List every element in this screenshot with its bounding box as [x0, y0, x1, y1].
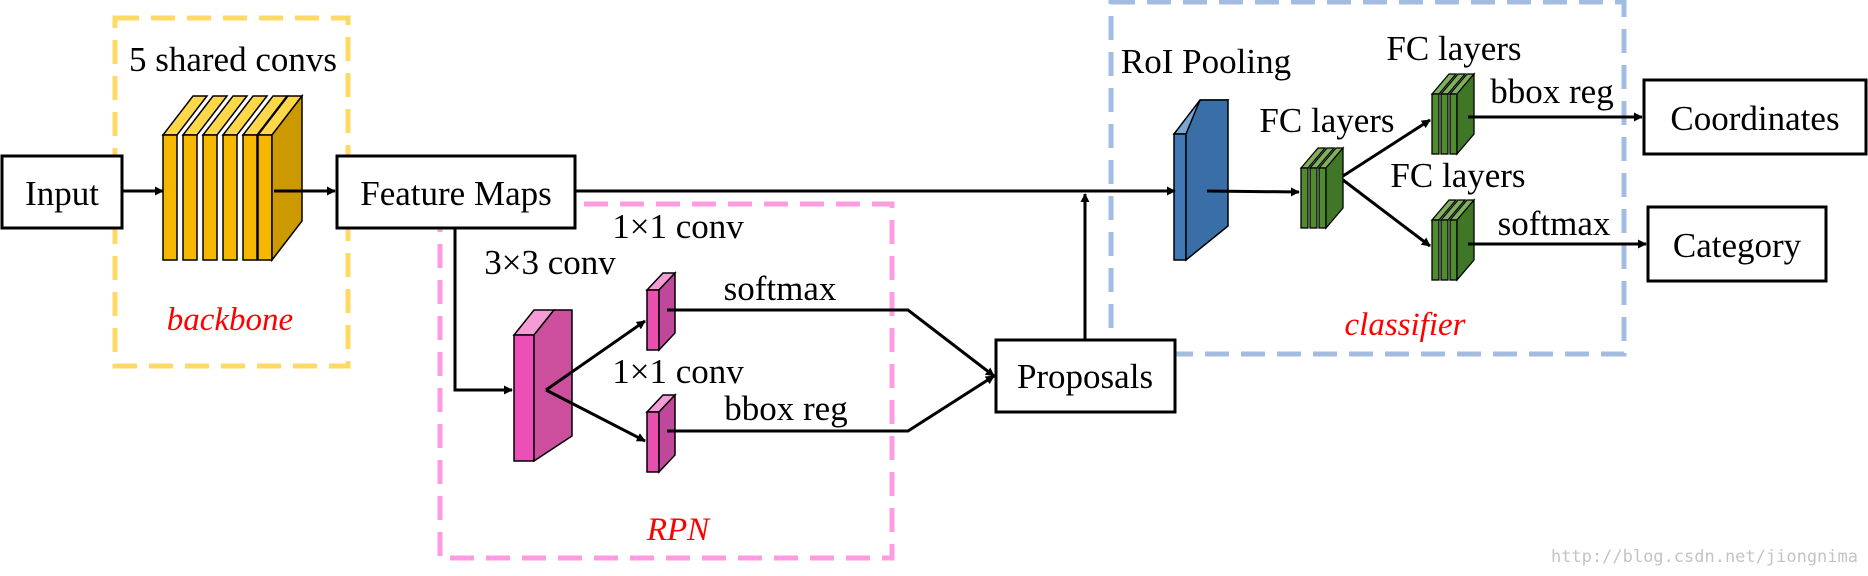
conv3x3-label: 3×3 conv	[484, 243, 616, 282]
shared-conv-stack	[161, 93, 304, 263]
fc-layers-bottom-block	[1430, 198, 1476, 282]
rpn-softmax-label: softmax	[724, 269, 837, 308]
arrow-rpn-to-reg-bottom	[545, 388, 646, 443]
conv-layer	[201, 95, 249, 261]
backbone-group-label: backbone	[167, 302, 293, 338]
conv-layer	[221, 95, 269, 261]
roi-pooling-block	[1172, 99, 1230, 262]
cls-bbox-reg-label: bbox reg	[1490, 72, 1613, 111]
category-label: Category	[1673, 226, 1802, 265]
feature-maps-node: Feature Maps	[335, 154, 577, 230]
proposals-label: Proposals	[1017, 357, 1153, 396]
rpn-group-box	[437, 201, 895, 561]
conv1x1-bottom-label: 1×1 conv	[612, 352, 744, 391]
proposals-node: Proposals	[994, 338, 1177, 414]
fc-layers-main-block	[1299, 146, 1345, 230]
feature-maps-label: Feature Maps	[360, 174, 551, 213]
cls-softmax-label: softmax	[1498, 204, 1611, 243]
fc-layers-bottom-label: FC layers	[1390, 156, 1525, 195]
arrow-feature-maps-to-rpn	[453, 228, 513, 395]
rpn-conv1x1-bottom-block	[645, 393, 677, 474]
rpn-group-label: RPN	[646, 512, 711, 548]
shared-convs-label: 5 shared convs	[129, 40, 337, 79]
connectors	[122, 112, 1647, 443]
arrow-fc-to-fc-bottom	[1342, 178, 1431, 248]
fc-layers-main-label: FC layers	[1259, 101, 1394, 140]
arrow-roi-to-fc	[1206, 187, 1300, 197]
arrow-rpn-to-cls-top	[545, 319, 646, 392]
roi-pooling-label: RoI Pooling	[1121, 42, 1291, 81]
conv-layer	[241, 95, 289, 261]
fc-layers-top-block	[1430, 72, 1476, 156]
watermark: http://blog.csdn.net/jiongnima	[1551, 547, 1858, 567]
conv1x1-top-label: 1×1 conv	[612, 207, 744, 246]
category-node: Category	[1646, 205, 1828, 283]
classifier-group-box	[1108, 0, 1627, 357]
input-label: Input	[25, 174, 99, 213]
coordinates-node: Coordinates	[1642, 78, 1868, 156]
input-node: Input	[0, 154, 124, 230]
rpn-bbox-reg-label: bbox reg	[724, 389, 847, 428]
rpn-conv3x3-block	[512, 309, 573, 463]
classifier-group-label: classifier	[1345, 307, 1466, 343]
conv-layer	[161, 95, 209, 261]
fc-layers-top-label: FC layers	[1386, 29, 1521, 68]
conv-layer	[181, 95, 229, 261]
arrow-fc-to-fc-top	[1342, 118, 1431, 178]
conv-layer-last	[256, 93, 304, 263]
arrow-softmax-to-proposals	[667, 308, 995, 378]
coordinates-label: Coordinates	[1670, 99, 1839, 138]
arrow-bbox-reg-to-proposals	[667, 374, 995, 433]
